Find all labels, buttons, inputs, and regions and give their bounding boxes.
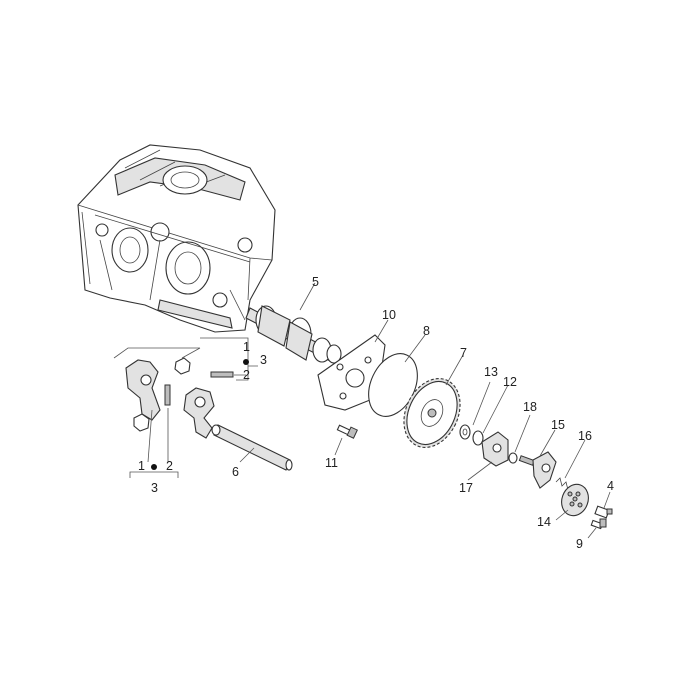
- cover-plate: [561, 483, 589, 517]
- timing-sprocket: [403, 378, 461, 448]
- callout-12: 12: [503, 375, 517, 389]
- callout-labels: 1 3 2 1 2 3 5 10 8 7 13 12 18 15 16 17 6…: [138, 275, 614, 551]
- callout-14: 14: [537, 515, 551, 529]
- callout-10: 10: [382, 308, 396, 322]
- callout-8: 8: [423, 324, 430, 338]
- rocker-arm-right: [183, 387, 215, 439]
- adjuster-nut-lower: [133, 413, 150, 432]
- dot-marker-lower: [151, 464, 157, 470]
- o-ring: [508, 452, 518, 464]
- callout-3-upper: 3: [260, 353, 267, 367]
- callout-4: 4: [607, 479, 614, 493]
- callout-6: 6: [232, 465, 239, 479]
- washer-12: [472, 430, 484, 446]
- camshaft: [245, 305, 342, 364]
- adjuster-screw-lower: [164, 384, 171, 406]
- cylinder-head: [77, 144, 276, 333]
- callout-9: 9: [576, 537, 583, 551]
- callout-1-lower: 1: [138, 459, 145, 473]
- callout-13: 13: [484, 365, 498, 379]
- bolt-11: [336, 424, 358, 439]
- callout-16: 16: [578, 429, 592, 443]
- adjuster-nut-upper: [174, 357, 191, 375]
- rocker-shaft: [211, 424, 293, 471]
- callout-2-lower: 2: [166, 459, 173, 473]
- decompressor-lever: [518, 451, 557, 489]
- rocker-arm-left: [125, 359, 161, 421]
- callout-7: 7: [460, 346, 467, 360]
- callout-17: 17: [459, 481, 473, 495]
- callout-15: 15: [551, 418, 565, 432]
- callout-18: 18: [523, 400, 537, 414]
- washer-13: [459, 424, 471, 440]
- dot-marker-upper: [243, 359, 249, 365]
- callout-3-lower: 3: [151, 481, 158, 495]
- callout-11: 11: [325, 456, 338, 470]
- callout-5: 5: [312, 275, 319, 289]
- bolt-4: [594, 505, 613, 519]
- adjuster-screw-upper: [210, 371, 234, 378]
- decompressor-body: [481, 431, 509, 467]
- callout-2-upper: 2: [243, 368, 250, 382]
- bolt-9: [590, 518, 607, 530]
- leader-lines: [113, 282, 611, 539]
- callout-1-upper: 1: [243, 340, 250, 354]
